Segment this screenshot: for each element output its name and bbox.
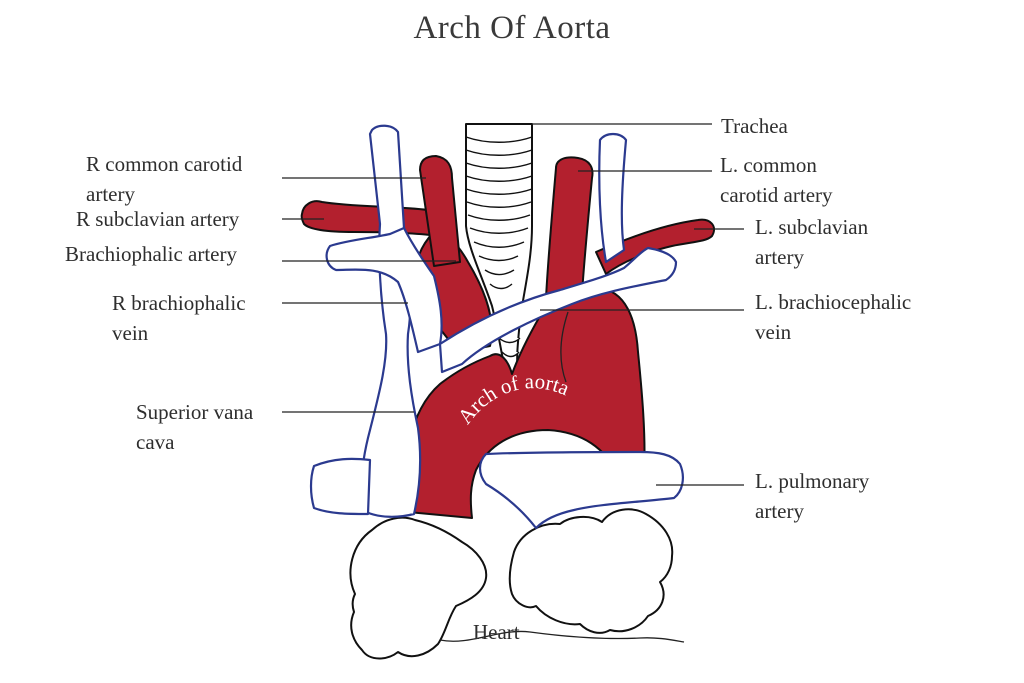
- label-l-common-carotid-artery: L. common carotid artery: [720, 153, 833, 207]
- label-r-common-carotid-artery: R common carotid artery: [86, 152, 248, 206]
- label-l-subclavian-artery: L. subclavian artery: [755, 215, 873, 269]
- azygos-stub: [309, 457, 372, 516]
- heart-base-line: [439, 630, 685, 643]
- label-r-subclavian-artery: R subclavian artery: [76, 207, 240, 231]
- heart-left-lobe: [508, 508, 674, 634]
- labels: Trachea R common carotid artery L. commo…: [65, 114, 917, 644]
- label-trachea: Trachea: [721, 114, 789, 138]
- label-brachiocephalic-artery: Brachiophalic artery: [65, 242, 237, 266]
- heart: [349, 508, 685, 660]
- label-l-pulmonary-artery: L. pulmonary artery: [755, 469, 875, 523]
- l-common-carotid-artery: [545, 156, 594, 299]
- r-brachiocephalic-vein: [325, 226, 443, 354]
- trachea-rings: [465, 136, 533, 358]
- veins: [309, 124, 684, 530]
- l-internal-jugular-vein: [598, 132, 628, 264]
- heart-right-lobe: [349, 516, 488, 660]
- label-l-brachiocephalic-vein: L. brachiocephalic vein: [755, 290, 917, 344]
- arch-inner-ridge: [560, 311, 569, 383]
- label-superior-vena-cava: Superior vana cava: [136, 400, 258, 454]
- label-r-brachiocephalic-vein: R brachiophalic vein: [112, 291, 251, 345]
- l-pulmonary-artery: [478, 450, 684, 530]
- r-common-carotid-artery: [419, 155, 461, 267]
- leader-lines: [282, 123, 744, 486]
- label-heart: Heart: [473, 620, 520, 644]
- l-brachiocephalic-vein: [438, 246, 678, 374]
- diagram-title: Arch Of Aorta: [413, 10, 610, 46]
- arteries: [300, 155, 716, 519]
